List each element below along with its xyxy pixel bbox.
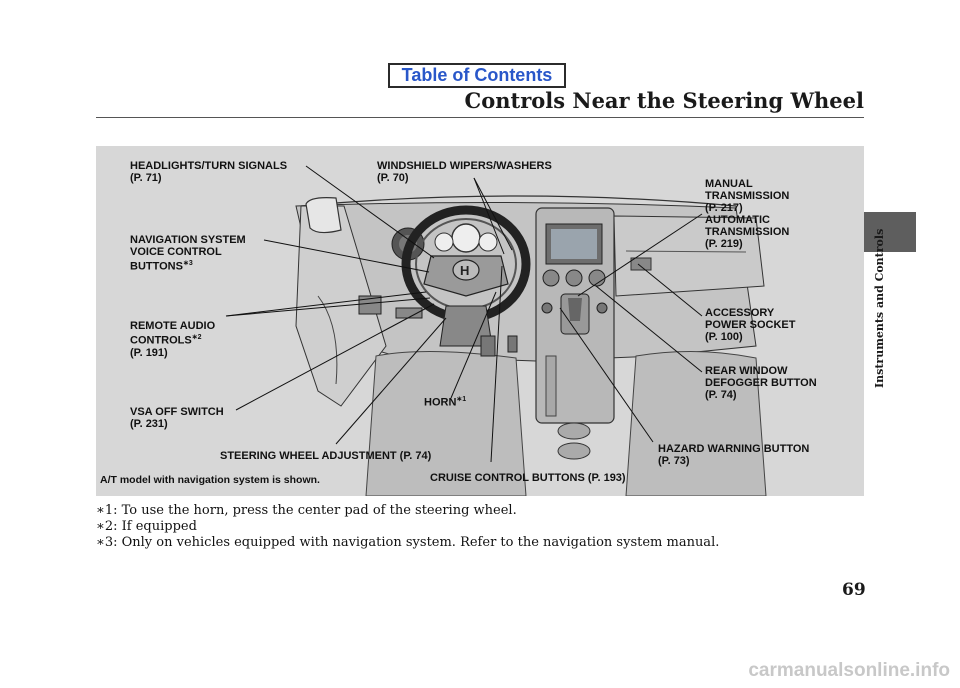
label-rear-window-defogger: REAR WINDOW DEFOGGER BUTTON (P. 74)	[705, 365, 817, 401]
title-rule	[96, 117, 864, 118]
section-tab-label: Instruments and Controls	[873, 228, 886, 388]
label-headlights-turn-signals: HEADLIGHTS/TURN SIGNALS (P. 71)	[130, 160, 288, 184]
label-vsa-off-switch: VSA OFF SWITCH (P. 231)	[130, 406, 224, 430]
label-remote-audio-controls: REMOTE AUDIO CONTROLS∗2 (P. 191)	[130, 320, 216, 359]
label-navigation-voice-control: NAVIGATION SYSTEM VOICE CONTROL BUTTONS∗…	[130, 234, 246, 273]
page-number: 69	[842, 580, 866, 600]
label-transmission: MANUAL TRANSMISSION (P. 217) AUTOMATIC T…	[705, 178, 790, 250]
page-title: Controls Near the Steering Wheel	[464, 88, 865, 113]
table-of-contents-link[interactable]: Table of Contents	[388, 63, 566, 88]
label-cruise-control-buttons: CRUISE CONTROL BUTTONS (P. 193)	[430, 472, 626, 484]
section-tab-marker	[864, 212, 916, 252]
footnote-mark-2: ∗2	[191, 334, 202, 341]
label-hazard-warning-button: HAZARD WARNING BUTTON (P. 73)	[658, 443, 810, 467]
footnote-mark-1: ∗1	[456, 396, 467, 403]
label-steering-wheel-adjustment: STEERING WHEEL ADJUSTMENT (P. 74)	[220, 450, 432, 462]
footnote-2: ∗2: If equipped	[96, 519, 197, 534]
label-accessory-power-socket: ACCESSORY POWER SOCKET (P. 100)	[705, 307, 796, 343]
figure-caption: A/T model with navigation system is show…	[100, 474, 320, 486]
footnotes: ∗1: To use the horn, press the center pa…	[96, 503, 719, 551]
dashboard-drawing: H	[225, 165, 767, 496]
footnote-mark-3: ∗3	[182, 260, 193, 267]
dashboard-illustration: H	[96, 146, 864, 496]
footnote-3: ∗3: Only on vehicles equipped with navig…	[96, 535, 720, 550]
svg-text:H: H	[460, 263, 469, 278]
label-horn: HORN∗1	[424, 396, 467, 409]
label-windshield-wipers: WINDSHIELD WIPERS/WASHERS (P. 70)	[377, 160, 552, 184]
footnote-1: ∗1: To use the horn, press the center pa…	[96, 503, 517, 518]
watermark: carmanualsonline.info	[748, 660, 950, 681]
